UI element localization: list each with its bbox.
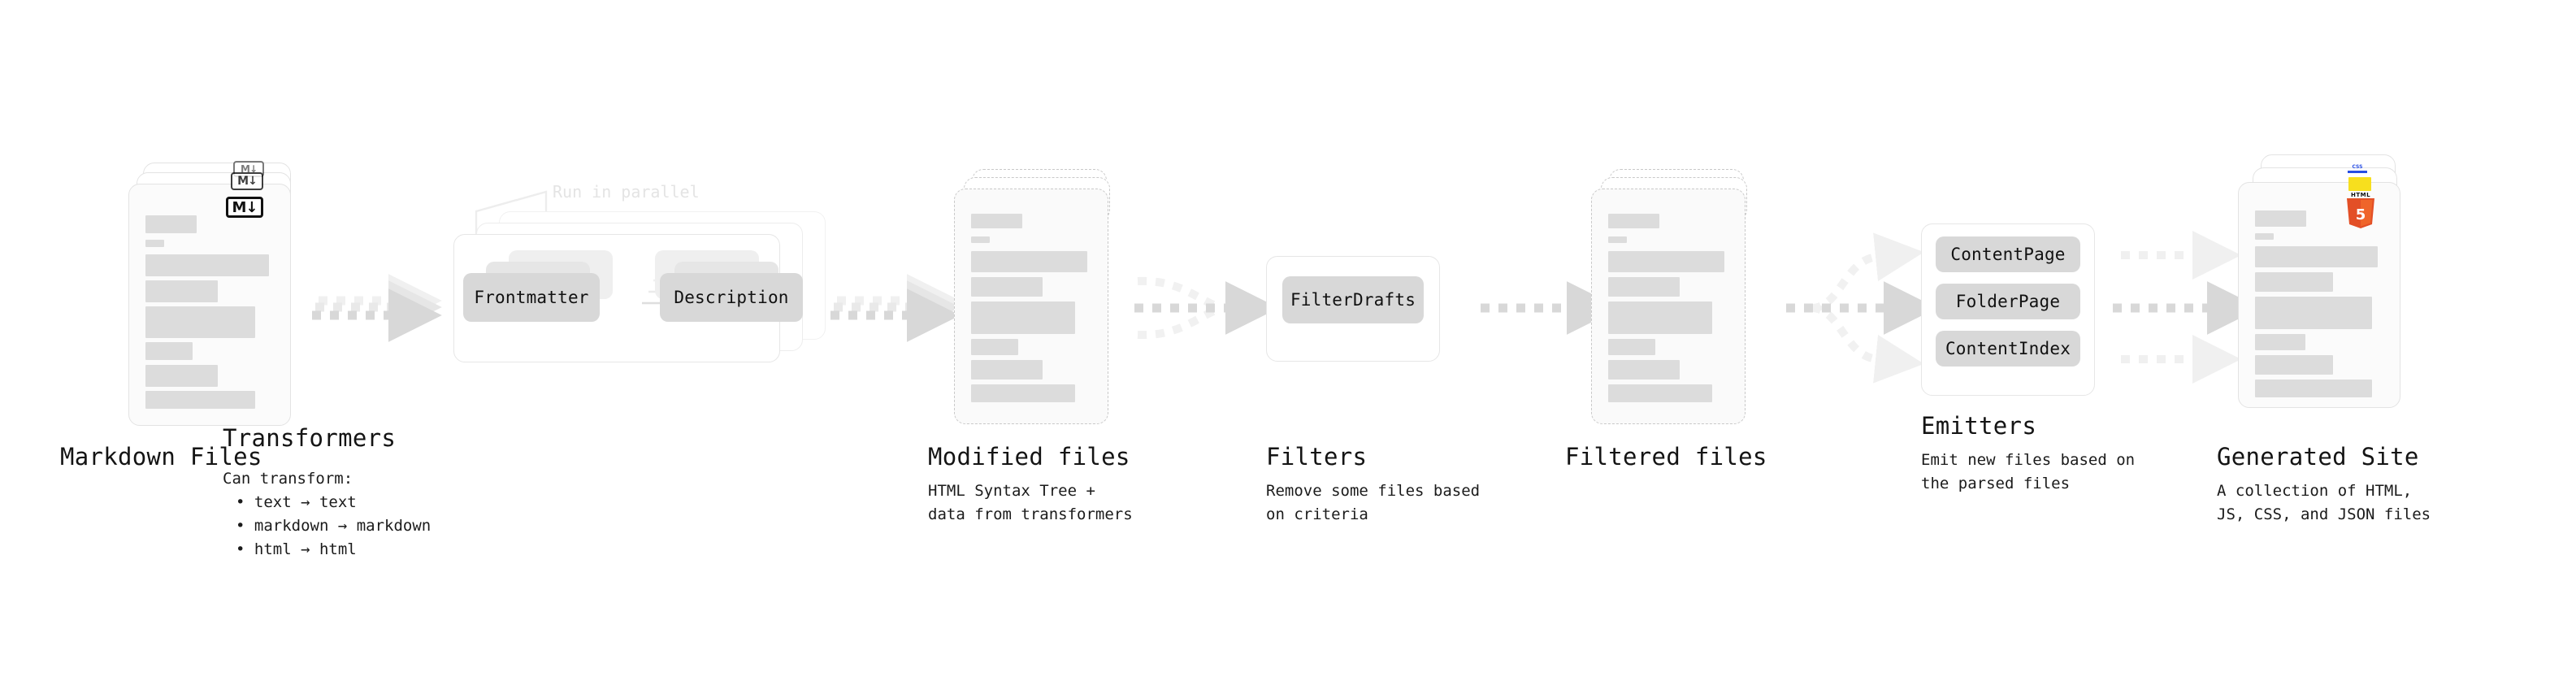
js-badge bbox=[2348, 177, 2371, 191]
transformers-bullet-list: • text → text • markdown → markdown • ht… bbox=[236, 491, 431, 562]
doc-line bbox=[145, 254, 269, 276]
css3-badge-label: CSS bbox=[2352, 164, 2363, 170]
doc-line bbox=[2255, 246, 2378, 267]
arrow-emitters-to-site bbox=[2113, 231, 2261, 384]
doc-line bbox=[1608, 301, 1712, 334]
markdown-badge-label: M bbox=[240, 163, 250, 175]
stage-title-emitters: Emitters bbox=[1921, 412, 2037, 440]
markdown-badge-label: M bbox=[237, 175, 249, 188]
transformers-bullet-item: • text → text bbox=[236, 493, 357, 511]
markdown-sheet-content bbox=[129, 184, 290, 425]
markdown-badge-arrow: ↓ bbox=[245, 198, 258, 216]
doc-line bbox=[971, 236, 990, 243]
doc-line bbox=[1608, 214, 1659, 228]
modified-files-caption: HTML Syntax Tree + data from transformer… bbox=[928, 482, 1133, 523]
markdown-badge-arrow: ↓ bbox=[248, 175, 258, 188]
css3-badge-underline bbox=[2348, 171, 2367, 173]
chip-description[interactable]: Description bbox=[660, 273, 803, 322]
stage-markdown-files: M↓ M↓ M↓ Markdown Files bbox=[60, 161, 309, 471]
markdown-badge-front: M↓ bbox=[226, 197, 263, 218]
doc-line bbox=[971, 301, 1075, 334]
stage-title-transformers: Transformers bbox=[223, 424, 397, 452]
markdown-sheet-front bbox=[128, 184, 291, 426]
stage-title-generated-site: Generated Site bbox=[2217, 443, 2419, 471]
html5-badge: HTML 5 bbox=[2344, 192, 2377, 229]
doc-line bbox=[145, 342, 193, 360]
doc-line bbox=[2255, 210, 2306, 227]
doc-line bbox=[145, 365, 218, 387]
arrow-filtered-to-emitters bbox=[1786, 232, 1937, 384]
stage-title-markdown-files: Markdown Files bbox=[60, 443, 262, 471]
modified-sheet-content bbox=[955, 189, 1108, 423]
stage-title-modified-files: Modified files bbox=[928, 443, 1130, 471]
chip-frontmatter[interactable]: Frontmatter bbox=[463, 273, 600, 322]
arrow-markdown-to-transformers bbox=[312, 274, 442, 342]
doc-line bbox=[971, 360, 1043, 380]
doc-line bbox=[1608, 384, 1712, 402]
site-sheet-front bbox=[2238, 182, 2400, 408]
run-in-parallel-note: Run in parallel bbox=[553, 182, 700, 202]
stage-title-filtered-files: Filtered files bbox=[1565, 443, 1767, 471]
generated-site-caption: A collection of HTML, JS, CSS, and JSON … bbox=[2217, 482, 2431, 523]
doc-line bbox=[2255, 297, 2372, 329]
markdown-badge-mid: M↓ bbox=[231, 172, 263, 190]
stage-title-filters: Filters bbox=[1266, 443, 1368, 471]
doc-line bbox=[971, 384, 1075, 402]
chip-contentindex[interactable]: ContentIndex bbox=[1936, 331, 2080, 367]
chip-filterdrafts[interactable]: FilterDrafts bbox=[1282, 276, 1424, 323]
generated-site-stack: CSS HTML 5 bbox=[2227, 154, 2430, 439]
doc-line bbox=[1608, 277, 1680, 297]
filters-caption: Remove some files based on criteria bbox=[1266, 482, 1481, 523]
css3-badge: CSS bbox=[2348, 164, 2367, 174]
filtered-sheet-content bbox=[1592, 189, 1745, 423]
doc-line bbox=[145, 391, 255, 409]
chip-contentpage[interactable]: ContentPage bbox=[1936, 236, 2080, 272]
doc-line bbox=[1608, 236, 1627, 243]
doc-line bbox=[145, 215, 197, 233]
stage-filtered-files: Filtered files bbox=[1565, 163, 1767, 471]
doc-line bbox=[145, 280, 218, 302]
html5-digit: 5 bbox=[2356, 206, 2366, 223]
transformers-bullet-item: • markdown → markdown bbox=[236, 517, 432, 535]
doc-line bbox=[971, 277, 1043, 297]
doc-line bbox=[1608, 360, 1680, 380]
transformers-bullet-item: • html → html bbox=[236, 540, 357, 558]
doc-line bbox=[971, 339, 1018, 355]
doc-line bbox=[1608, 339, 1655, 355]
markdown-badge-label: M bbox=[232, 198, 246, 216]
filtered-sheet-front bbox=[1591, 189, 1746, 424]
markdown-file-stack: M↓ M↓ M↓ bbox=[122, 161, 309, 431]
doc-line bbox=[145, 306, 255, 338]
doc-line bbox=[1608, 251, 1724, 272]
doc-line bbox=[2255, 334, 2305, 350]
stage-modified-files: Modified files HTML Syntax Tree + data f… bbox=[928, 163, 1133, 523]
emitters-caption: Emit new files based on the parsed files bbox=[1921, 451, 2136, 492]
modified-sheet-front bbox=[954, 189, 1108, 424]
doc-line bbox=[2255, 380, 2372, 397]
html5-shield-icon: 5 bbox=[2347, 198, 2374, 228]
doc-line bbox=[2255, 233, 2274, 240]
filtered-file-stack bbox=[1580, 163, 1767, 431]
doc-line bbox=[145, 240, 164, 247]
stage-generated-site: CSS HTML 5 Generated Site A collection o… bbox=[2217, 154, 2431, 523]
doc-line bbox=[2255, 272, 2333, 292]
transformers-caption: Can transform: bbox=[223, 470, 353, 488]
chip-folderpage[interactable]: FolderPage bbox=[1936, 284, 2080, 319]
arrow-transformers-to-modified bbox=[830, 274, 961, 342]
modified-file-stack bbox=[943, 163, 1130, 431]
markdown-badge-arrow: ↓ bbox=[249, 163, 258, 175]
html5-badge-label: HTML bbox=[2350, 192, 2371, 198]
doc-line bbox=[971, 251, 1087, 272]
doc-line bbox=[971, 214, 1022, 228]
arrow-modified-to-filters bbox=[1134, 276, 1279, 340]
doc-line bbox=[2255, 355, 2333, 375]
site-sheet-content bbox=[2239, 183, 2400, 407]
